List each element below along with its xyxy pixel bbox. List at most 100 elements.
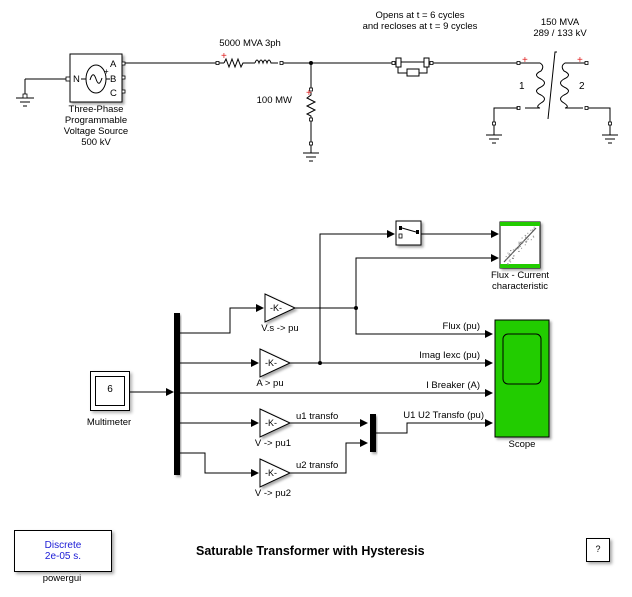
scatter-dot (533, 228, 535, 230)
svg-text:-K-: -K- (265, 418, 277, 428)
resistor-icon (305, 92, 317, 120)
wire-u2 (290, 439, 368, 474)
scatter-dot (526, 240, 528, 242)
powergui-mode: Discrete (44, 540, 82, 551)
gain-a-label: A > pu (256, 378, 284, 389)
port-n-label: N (73, 74, 80, 85)
svg-text:-K-: -K- (265, 468, 277, 478)
wire-imag-to-switch (319, 230, 395, 363)
scatter-dot (507, 263, 509, 264)
svg-text:-K-: -K- (270, 303, 282, 313)
switch-block[interactable] (395, 220, 422, 246)
u2-signal-label: u2 transfo (296, 460, 339, 471)
resistor-icon (223, 57, 255, 69)
scatter-dot (525, 241, 527, 242)
ground-icon (16, 79, 34, 107)
mux-block[interactable] (370, 414, 376, 452)
scatter-dot (518, 245, 520, 247)
load-100mw-block[interactable] (303, 63, 319, 162)
scatter-dot (508, 256, 510, 258)
scope-block[interactable] (494, 319, 550, 438)
scatter-dot (505, 256, 507, 258)
polarity-marker: + (577, 55, 583, 66)
multimeter-block[interactable]: 6 (90, 371, 130, 411)
scatter-dot (525, 236, 527, 238)
scope-screen-icon (502, 333, 542, 385)
scatter-dot (509, 253, 511, 255)
gain-v-to-pu2[interactable]: -K- (259, 458, 292, 488)
scatter-dot (507, 252, 509, 254)
scatter-dot (513, 257, 514, 259)
scatter-dot (525, 241, 527, 243)
u1u2-signal-label: U1 U2 Transfo (pu) (403, 410, 484, 421)
scatter-dot (506, 258, 508, 260)
u1-signal-label: u1 transfo (296, 411, 339, 422)
scatter-dot (514, 248, 516, 250)
imag-signal-label: Imag Iexc (pu) (419, 350, 480, 361)
powergui-block[interactable]: Discrete 2e-05 s. (14, 530, 112, 572)
gain-a-to-pu[interactable]: -K- (259, 348, 292, 378)
winding-2-label: 2 (579, 81, 585, 92)
breaker-block[interactable] (391, 57, 434, 77)
scatter-dot (518, 241, 520, 243)
polarity-plus-label: + (104, 67, 109, 76)
diagram-title: Saturable Transformer with Hysteresis (196, 544, 425, 558)
scatter-dot (531, 229, 533, 231)
scatter-dot (532, 235, 534, 237)
scatter-plot-icon (503, 227, 537, 263)
scatter-dot (519, 246, 521, 247)
scatter-dot (508, 254, 510, 256)
wire-demux-out1 (180, 304, 264, 334)
series-rl-branch[interactable] (215, 57, 284, 69)
multimeter-label: Multimeter (86, 417, 132, 428)
scatter-dot (524, 244, 526, 246)
sine-wave-icon (89, 74, 103, 84)
scatter-dot (530, 229, 532, 231)
saturable-transformer-block[interactable] (486, 51, 618, 144)
xy-graph-block[interactable] (499, 221, 541, 269)
scatter-dot (505, 259, 507, 261)
wire-flux (295, 307, 493, 338)
switch-icon (401, 227, 417, 233)
gain-vs-to-pu[interactable]: -K- (264, 293, 297, 323)
scatter-dot (507, 264, 509, 265)
port-c-label: C (110, 88, 117, 99)
ibreaker-signal-label: I Breaker (A) (426, 380, 480, 391)
source-label: Three-Phase Programmable Voltage Source … (63, 104, 129, 148)
demux-block[interactable] (174, 313, 180, 475)
scatter-dot (523, 240, 525, 242)
port-a-label: A (110, 59, 117, 70)
load-label: 100 MW (256, 95, 292, 106)
gain-v-to-pu1[interactable]: -K- (259, 408, 292, 438)
gain-v-pu1-label: V -> pu1 (254, 438, 292, 449)
breaker-label: Opens at t = 6 cycles and recloses at t … (362, 10, 478, 32)
transformer-label: 150 MVA 289 / 133 kV (533, 17, 587, 39)
scatter-dot (518, 250, 520, 252)
scope-label: Scope (508, 439, 536, 450)
scatter-dot (521, 237, 523, 239)
multimeter-value: 6 (95, 376, 125, 406)
xy-graph-label: Flux - Current characteristic (490, 270, 550, 292)
scatter-dot (522, 241, 524, 243)
svg-text:-K-: -K- (265, 358, 277, 368)
polarity-marker: + (306, 88, 312, 99)
wire-u1u2 (376, 419, 493, 434)
ground-port (22, 93, 28, 99)
scatter-dot (521, 241, 523, 243)
scatter-dot (525, 235, 527, 237)
polarity-marker: + (522, 55, 528, 66)
scatter-dot (508, 260, 510, 262)
winding-1-label: 1 (519, 81, 525, 92)
scatter-dot (518, 243, 520, 245)
inductor-icon (254, 59, 278, 65)
scatter-dot (533, 226, 535, 228)
scatter-dot (518, 246, 520, 248)
three-phase-source-block[interactable]: N A B C + (65, 53, 126, 103)
scatter-dot (512, 249, 514, 251)
saturable-core-icon (547, 51, 557, 120)
powergui-label: powergui (42, 573, 82, 584)
help-button[interactable]: ? (586, 538, 610, 562)
wire-flux-to-xy (355, 254, 499, 308)
scatter-dot (521, 247, 523, 249)
